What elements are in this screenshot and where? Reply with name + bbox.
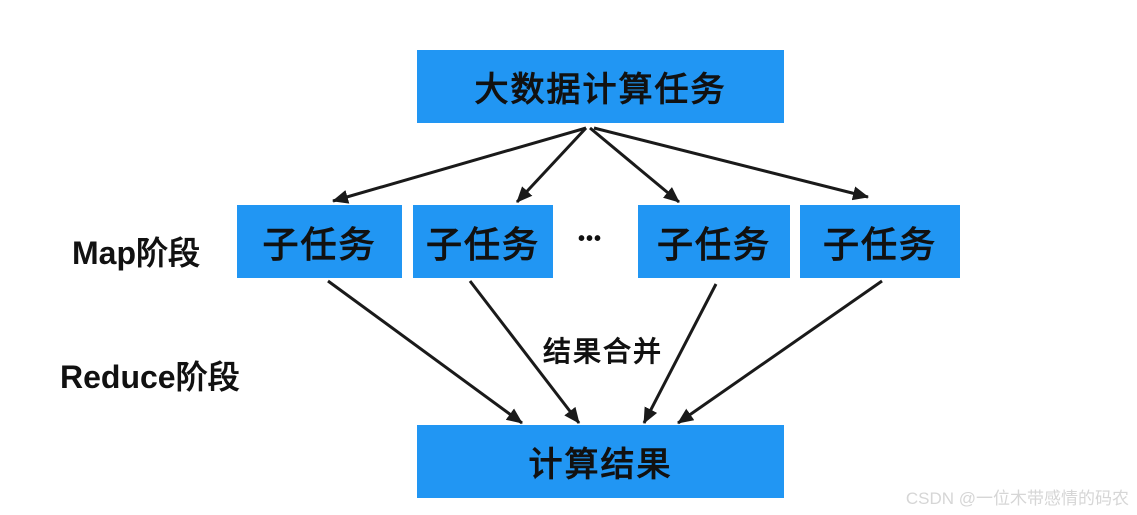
merge-arrow-4 — [677, 279, 883, 425]
node-subtask-3: 子任务 — [638, 205, 790, 278]
node-subtask-2-label: 子任务 — [425, 223, 540, 265]
node-subtask-3-label: 子任务 — [656, 223, 771, 265]
fanout-arrow-4 — [593, 126, 869, 201]
node-compute-result: 计算结果 — [417, 425, 784, 498]
node-subtask-1-label: 子任务 — [262, 223, 377, 265]
node-subtask-4: 子任务 — [800, 205, 960, 278]
node-big-data-task: 大数据计算任务 — [417, 50, 784, 123]
csdn-watermark: CSDN @一位木带感情的码农 — [905, 489, 1129, 508]
subtask-ellipsis: ••• — [578, 228, 603, 250]
node-subtask-2: 子任务 — [413, 205, 553, 278]
fanout-arrow-1 — [332, 126, 587, 204]
map-phase-label: Map阶段 — [72, 235, 201, 271]
node-subtask-1: 子任务 — [237, 205, 402, 278]
node-big-data-task-label: 大数据计算任务 — [474, 71, 727, 109]
node-compute-result-label: 计算结果 — [528, 446, 673, 484]
reduce-phase-label: Reduce阶段 — [60, 359, 240, 395]
fanout-arrow-2 — [515, 126, 588, 204]
merge-arrow-1 — [327, 279, 523, 425]
fanout-arrow-3 — [589, 126, 680, 204]
node-subtask-4-label: 子任务 — [822, 223, 937, 265]
merge-annotation: 结果合并 — [543, 336, 664, 367]
